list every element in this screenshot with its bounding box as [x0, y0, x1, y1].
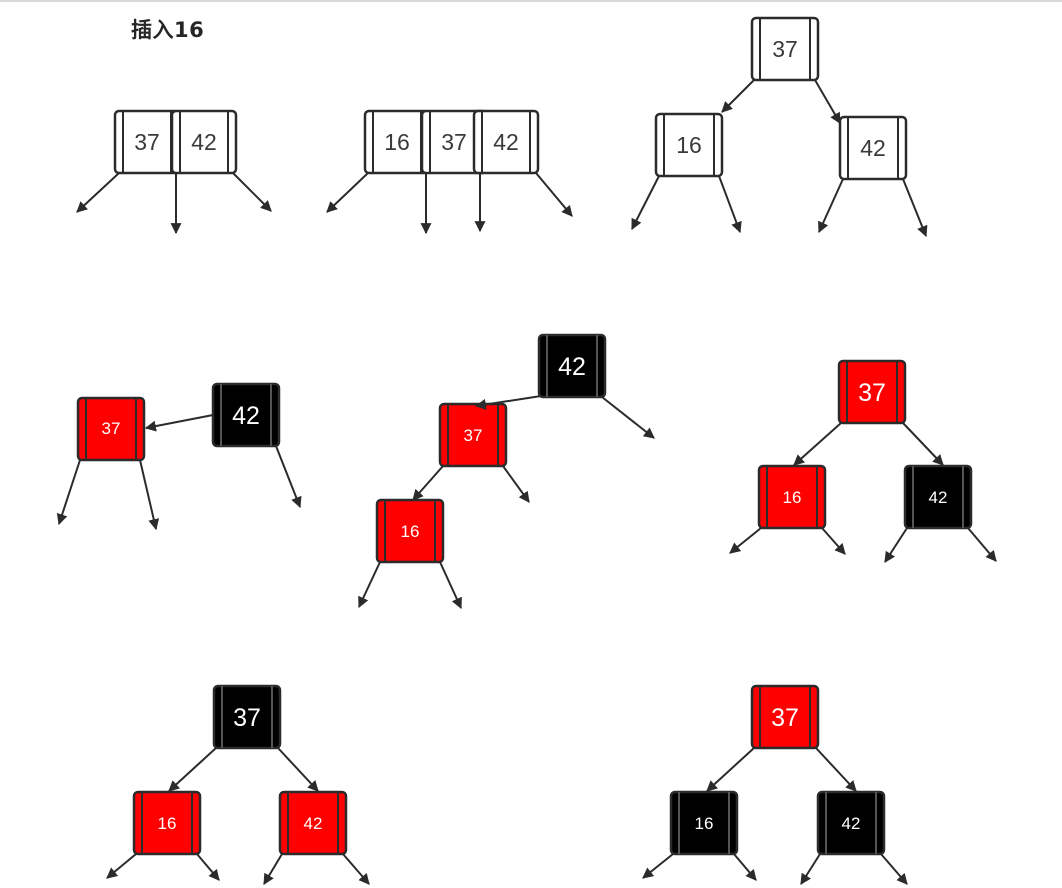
- rb-node-37: 37: [750, 684, 820, 750]
- rb-node-37: 37: [837, 359, 907, 425]
- rb-node-42: 42: [278, 790, 348, 856]
- edge-arrow: [263, 853, 283, 885]
- btree-2node-37-42: 37 42: [113, 109, 238, 175]
- key-label: 42: [493, 129, 519, 155]
- top-divider: [0, 0, 1062, 2]
- edge-arrow: [729, 527, 762, 554]
- edge-arrow: [277, 747, 319, 792]
- edge-arrow: [884, 527, 908, 563]
- edge-arrow: [967, 527, 997, 562]
- edge-arrow: [358, 561, 381, 608]
- key-label: 37: [772, 36, 798, 62]
- key-label: 42: [232, 402, 260, 430]
- edge-arrow: [342, 853, 370, 885]
- edge-arrow: [631, 175, 660, 230]
- key-label: 16: [401, 522, 420, 541]
- key-label: 42: [842, 814, 861, 833]
- edge-arrow: [275, 445, 302, 509]
- edge-arrow: [880, 853, 908, 885]
- key-label: 37: [858, 379, 886, 407]
- rb-node-16: 16: [132, 790, 202, 856]
- edge-arrow: [144, 414, 214, 432]
- key-label: 16: [384, 129, 410, 155]
- rb-node-42: 42: [903, 464, 973, 530]
- edge-arrow: [902, 178, 928, 238]
- edge-arrow: [601, 396, 655, 439]
- edge-arrow: [818, 178, 844, 234]
- edge-arrow: [642, 853, 674, 879]
- key-label: 16: [158, 814, 177, 833]
- edge-arrow: [535, 172, 573, 217]
- rb-node-37: 37: [438, 402, 508, 468]
- btree-3node-16-37-42: 16 37 42: [363, 109, 540, 175]
- rb-node-37: 37: [76, 396, 146, 462]
- btree-node-42: 42: [838, 115, 908, 181]
- key-label: 37: [441, 129, 467, 155]
- edge-arrow: [56, 459, 81, 526]
- edge-arrow: [232, 172, 272, 212]
- edge-arrow: [800, 853, 821, 885]
- edge-arrow: [326, 172, 369, 213]
- rb-node-42: 42: [211, 382, 281, 448]
- key-label: 16: [676, 132, 702, 158]
- rb-node-16: 16: [375, 498, 445, 564]
- edge-arrow: [502, 465, 530, 503]
- rb-node-37: 37: [212, 684, 282, 750]
- edge-arrow: [718, 175, 742, 234]
- edge-arrow: [733, 853, 757, 881]
- edge-arrow: [439, 561, 462, 610]
- btree-node-16: 16: [654, 112, 724, 178]
- edge-arrow: [139, 459, 160, 531]
- key-label: 42: [191, 129, 217, 155]
- key-label: 42: [304, 814, 323, 833]
- edge-arrow: [168, 747, 217, 792]
- key-label: 37: [233, 704, 261, 732]
- edge-arrow: [815, 747, 857, 792]
- key-label: 42: [860, 135, 886, 161]
- edge-arrow: [76, 172, 120, 213]
- edge-arrow: [821, 527, 846, 555]
- edge-arrow: [106, 853, 137, 879]
- btree-node-37: 37: [750, 16, 820, 82]
- key-label: 16: [695, 814, 714, 833]
- key-label: 42: [929, 488, 948, 507]
- rb-node-16: 16: [669, 790, 739, 856]
- rb-node-42: 42: [816, 790, 886, 856]
- edge-arrow: [814, 79, 841, 124]
- key-label: 37: [134, 129, 160, 155]
- rb-node-16: 16: [757, 464, 827, 530]
- key-label: 37: [771, 704, 799, 732]
- edge-arrow: [793, 422, 842, 466]
- key-label: 37: [102, 419, 121, 438]
- edge-arrow: [721, 79, 755, 113]
- key-label: 16: [783, 488, 802, 507]
- edge-arrow: [706, 747, 755, 792]
- edge-arrow: [196, 853, 220, 881]
- diagram-title: 插入16: [131, 18, 205, 42]
- rb-node-42: 42: [537, 333, 607, 399]
- key-label: 37: [464, 426, 483, 445]
- edge-arrow: [412, 465, 444, 501]
- edge-arrow: [474, 395, 542, 410]
- key-label: 42: [558, 353, 586, 381]
- edge-arrow: [902, 422, 944, 466]
